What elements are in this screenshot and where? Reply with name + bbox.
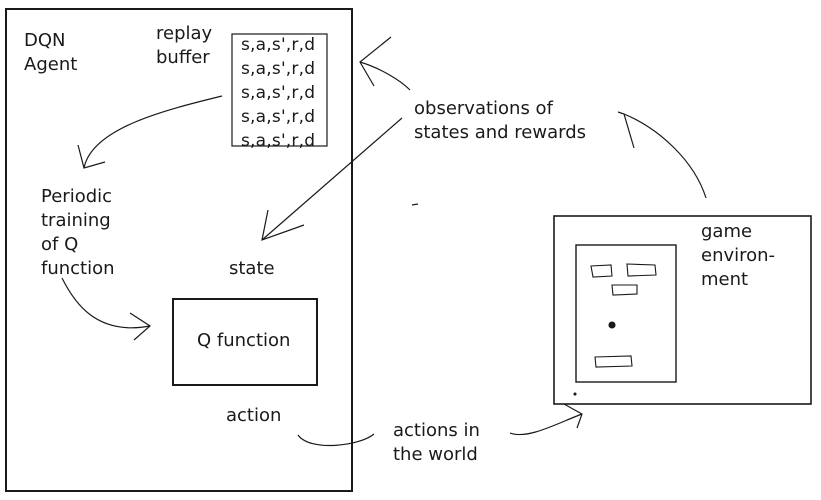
agent-box — [5, 8, 353, 492]
brick-1 — [590, 264, 613, 278]
actions-label: actions in the world — [393, 420, 480, 465]
game-environment-box — [553, 215, 812, 405]
buffer-row: s,a,s',r,d — [241, 107, 316, 127]
action-squiggle — [297, 433, 375, 447]
stray-mark — [411, 203, 419, 206]
buffer-to-training-arrow — [77, 95, 223, 169]
game-environment-label: game environ- ment — [701, 221, 776, 290]
buffer-row: s,a,s',r,d — [241, 83, 316, 103]
buffer-row: s,a,s',r,d — [241, 35, 316, 55]
game-screen-sketch — [573, 263, 657, 396]
replay-buffer-rows: s,a,s',r,d s,a,s',r,d s,a,s',r,d s,a,s',… — [241, 33, 315, 153]
q-function-box — [172, 298, 318, 386]
observations-label: observations of states and rewards — [414, 98, 587, 143]
observations-to-buffer-arrow — [359, 36, 411, 91]
agent-title: DQN Agent — [24, 30, 78, 75]
replay-buffer-label: replay buffer — [156, 23, 213, 68]
replay-buffer-box — [231, 33, 328, 147]
observations-to-state-arrow — [261, 117, 403, 241]
stray-dot — [573, 392, 577, 396]
training-label: Periodic training of Q function — [41, 186, 115, 279]
training-to-q-arrow — [61, 277, 151, 341]
actions-to-environment-arrow — [509, 403, 583, 436]
environment-to-observations-arrow — [617, 111, 707, 199]
ball — [608, 321, 616, 329]
buffer-row: s,a,s',r,d — [241, 59, 316, 79]
brick-2 — [626, 263, 657, 277]
paddle — [594, 355, 633, 368]
buffer-row: s,a,s',r,d — [241, 131, 316, 151]
game-screen-box — [575, 244, 677, 383]
action-label: action — [226, 405, 282, 426]
state-label: state — [229, 258, 275, 279]
brick-3 — [611, 284, 638, 296]
q-function-label: Q function — [197, 330, 291, 351]
